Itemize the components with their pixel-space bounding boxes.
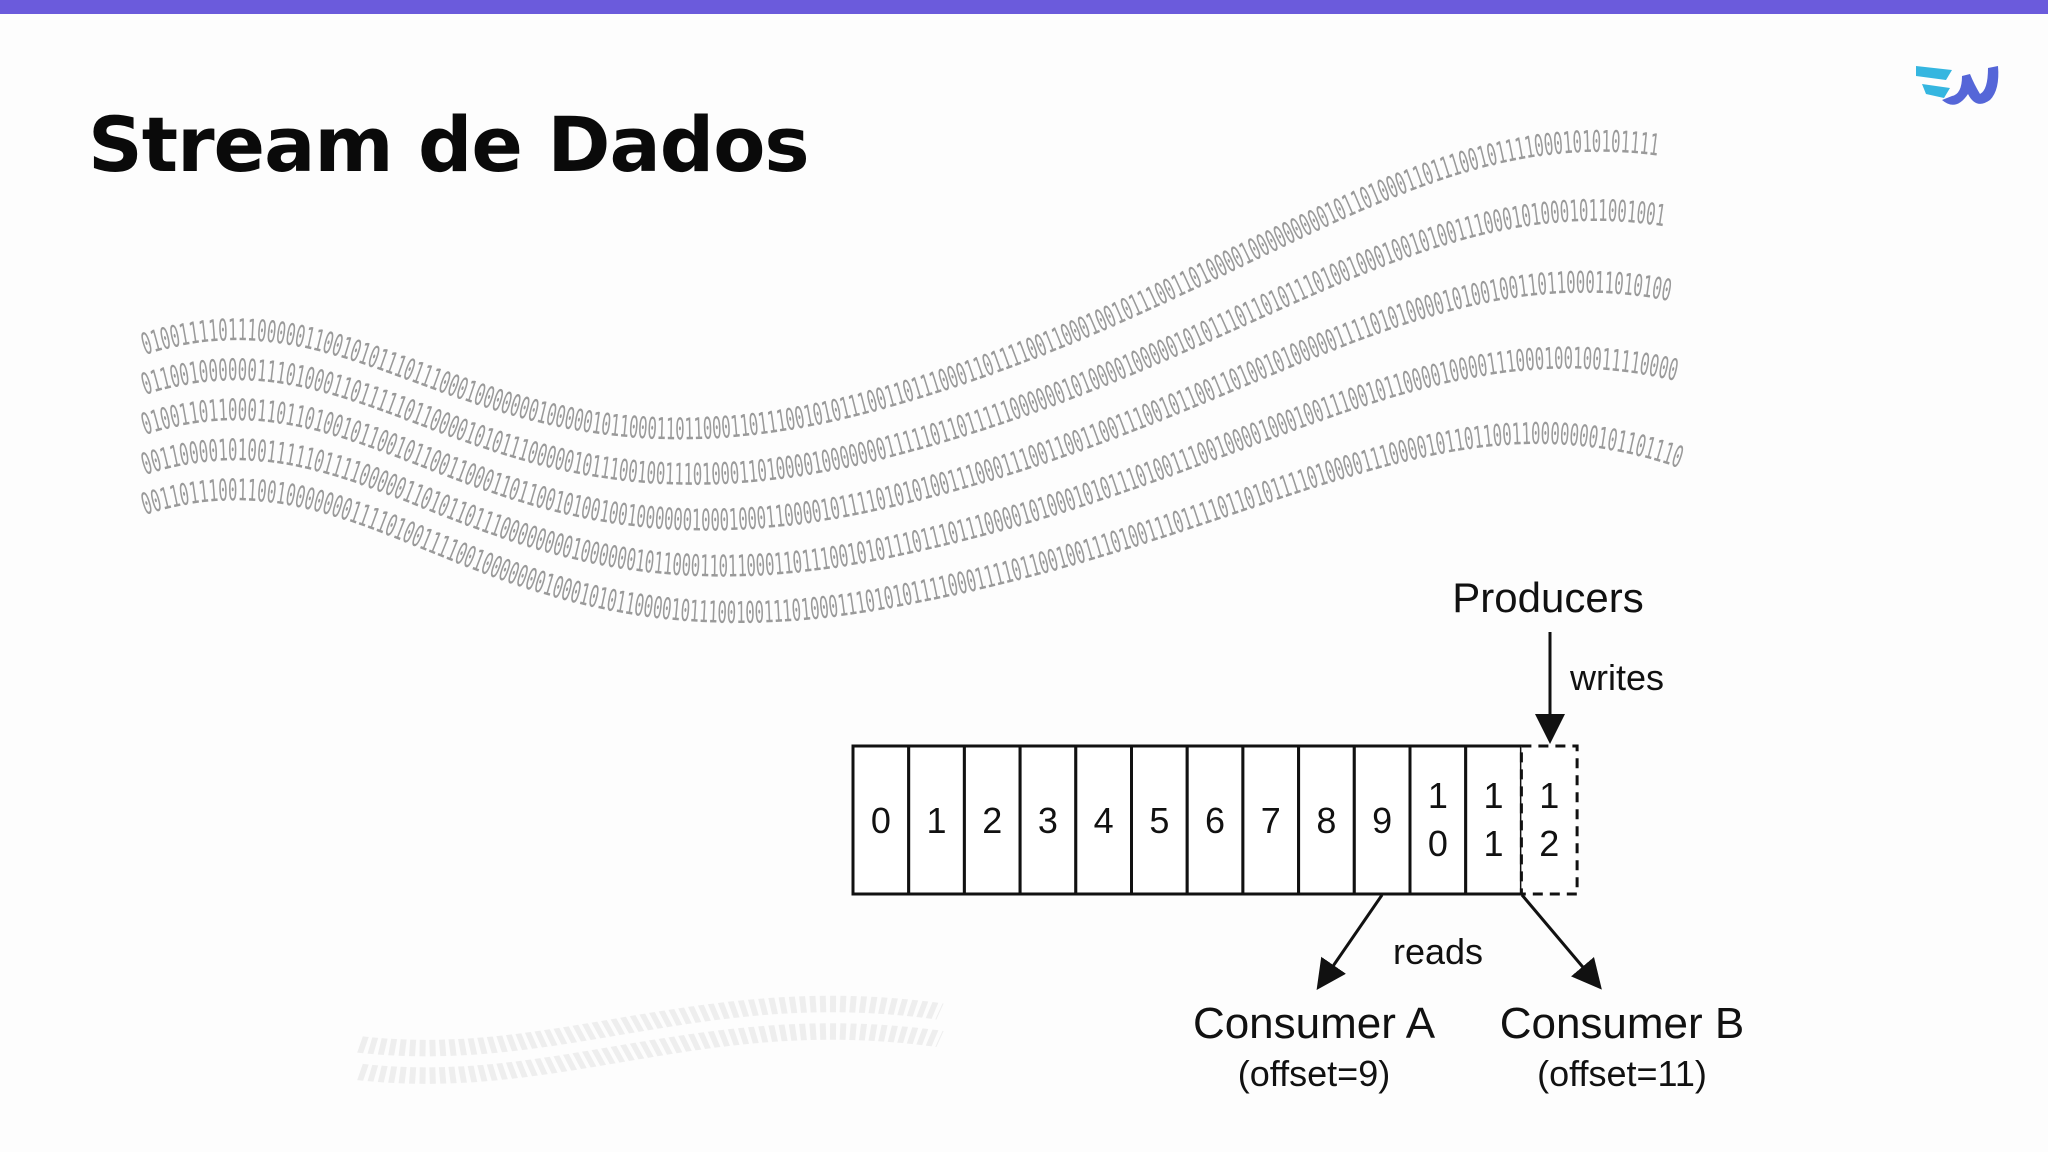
log-cell-index-digit: 1 bbox=[1484, 823, 1504, 864]
log-cell bbox=[1464, 744, 1523, 896]
log-cell bbox=[1241, 744, 1301, 896]
log-cell-index-digit: 1 bbox=[1539, 775, 1559, 816]
log-cell-index: 3 bbox=[1038, 800, 1058, 841]
consumer-a-read-arrow bbox=[1316, 894, 1384, 990]
w-logo-icon bbox=[1916, 66, 1999, 105]
log-cell-index: 6 bbox=[1205, 800, 1225, 841]
writes-label: writes bbox=[1569, 657, 1664, 698]
log-cell bbox=[1185, 744, 1245, 896]
log-cell-index: 0 bbox=[871, 800, 891, 841]
log-cell-index: 5 bbox=[1149, 800, 1169, 841]
consumer-b-read-arrow bbox=[1520, 894, 1602, 990]
log-cell-index: 8 bbox=[1316, 800, 1336, 841]
log-cell-index-digit: 1 bbox=[1428, 775, 1448, 816]
consumer-a-name: Consumer A bbox=[1193, 999, 1436, 1048]
log-cell-pending bbox=[1519, 744, 1579, 896]
top-accent-bar bbox=[0, 0, 2048, 14]
consumer-a-offset: (offset=9) bbox=[1238, 1053, 1390, 1094]
consumer-b-name: Consumer B bbox=[1500, 999, 1745, 1048]
log-cell-index-digit: 0 bbox=[1428, 823, 1448, 864]
reads-label: reads bbox=[1393, 931, 1483, 972]
log-cell bbox=[851, 744, 911, 896]
log-cell bbox=[1074, 744, 1134, 896]
log-cell-index: 9 bbox=[1372, 800, 1392, 841]
log-cell-index: 4 bbox=[1094, 800, 1114, 841]
log-cell-index: 1 bbox=[927, 800, 947, 841]
log-cell-index: 2 bbox=[982, 800, 1002, 841]
log-cell-index-digit: 2 bbox=[1539, 823, 1559, 864]
log-cell bbox=[1408, 744, 1468, 896]
slide-title: Stream de Dados bbox=[88, 100, 810, 189]
log-cell-index: 7 bbox=[1261, 800, 1281, 841]
producers-label: Producers bbox=[1452, 574, 1643, 621]
consumer-b-offset: (offset=11) bbox=[1537, 1053, 1707, 1094]
log-cell-index-digit: 1 bbox=[1484, 775, 1504, 816]
log-cell bbox=[1130, 744, 1189, 896]
